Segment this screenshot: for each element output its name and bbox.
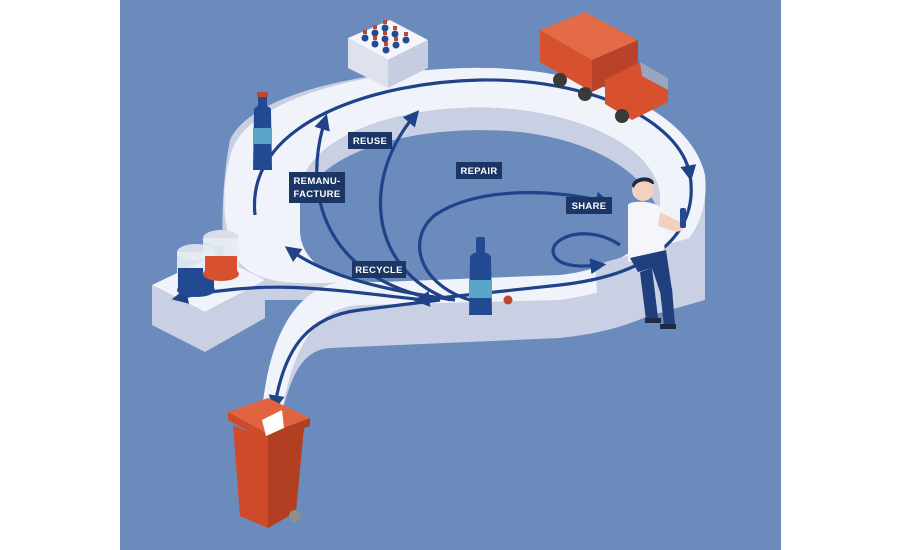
label-remanufacture-line1: REMANU- [294, 176, 341, 187]
label-share: SHARE [566, 197, 612, 214]
flow-repair [418, 191, 612, 302]
crate-of-bottles-icon [348, 20, 428, 88]
person-sitting-icon [628, 177, 686, 329]
center-bottle-icon [469, 237, 513, 315]
waste-bin-icon [228, 398, 310, 528]
flow-share [551, 232, 621, 275]
flow-remanufacture [314, 113, 441, 302]
flow-outer-loop [253, 78, 697, 216]
label-reuse: REUSE [348, 132, 392, 149]
label-repair: REPAIR [456, 162, 502, 179]
flow-recycle [284, 246, 456, 302]
label-remanufacture: REMANU- FACTURE [289, 172, 345, 203]
jars-icon [177, 230, 239, 297]
flow-to-bin [268, 298, 441, 412]
label-reuse-text: REUSE [353, 136, 387, 147]
label-recycle-text: RECYCLE [355, 265, 403, 276]
delivery-truck-icon [540, 12, 668, 123]
label-remanufacture-line2: FACTURE [294, 189, 341, 200]
label-repair-text: REPAIR [461, 166, 498, 177]
flow-reuse [378, 110, 451, 302]
label-share-text: SHARE [572, 201, 607, 212]
track-inner-hole [300, 107, 661, 283]
jar-platform-side [152, 280, 265, 352]
label-recycle: RECYCLE [352, 261, 406, 278]
bottle-icon [253, 92, 272, 170]
